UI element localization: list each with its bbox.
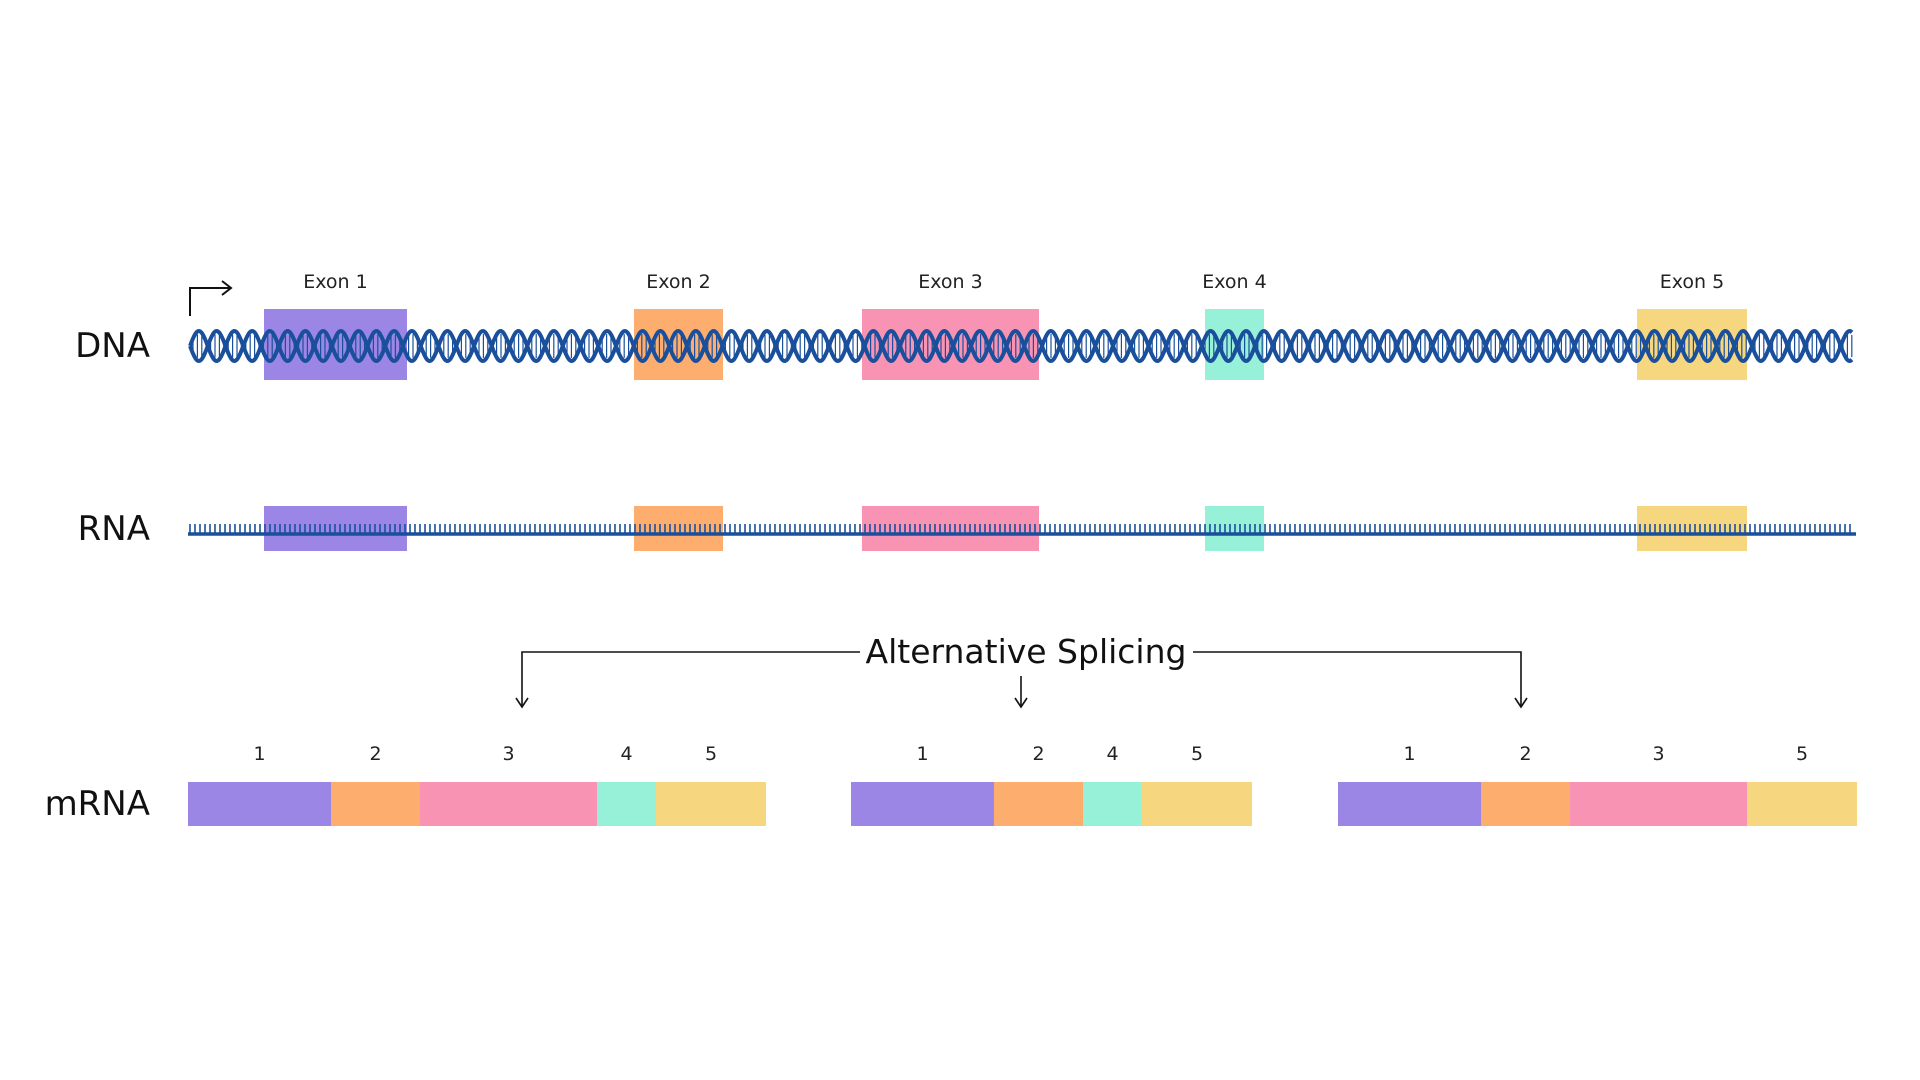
mrna-segment-exon2 — [1481, 782, 1570, 826]
mrna-segment-label: 1 — [253, 743, 265, 765]
exon4-label: Exon 4 — [1202, 271, 1266, 293]
exon2-label: Exon 2 — [646, 271, 710, 293]
mrna-segment-label: 3 — [502, 743, 514, 765]
mrna-segment-label: 4 — [620, 743, 632, 765]
mrna-segment-exon2 — [994, 782, 1083, 826]
splicing-arrows — [515, 651, 1528, 709]
rna-exon2-box — [634, 506, 723, 551]
mrna-segment-label: 1 — [916, 743, 928, 765]
dna-double-helix — [188, 328, 1854, 364]
mrna-segment-label: 5 — [705, 743, 717, 765]
splicing-bracket-left — [521, 651, 860, 706]
rna-bases — [189, 524, 1851, 533]
mrna-segment-label: 3 — [1652, 743, 1664, 765]
rna-exon-boxes — [264, 506, 1747, 551]
mrna-isoform-1: 1 2 3 4 5 — [188, 743, 766, 826]
mrna-segment-exon1 — [851, 782, 994, 826]
mrna-segment-label: 2 — [1519, 743, 1531, 765]
splicing-bracket-right — [1193, 651, 1522, 706]
exon-labels: Exon 1 Exon 2 Exon 3 Exon 4 Exon 5 — [303, 271, 1724, 293]
mrna-segment-exon3 — [1570, 782, 1747, 826]
transcription-start-arrow-icon — [189, 280, 233, 316]
splicing-arrowhead-right-icon — [1514, 697, 1528, 709]
dna-exon3-box — [862, 309, 1039, 380]
mrna-segment-exon4 — [1083, 782, 1142, 826]
mrna-isoforms: 1 2 3 4 5 1 2 4 5 1 2 3 5 — [188, 743, 1857, 826]
rna-strand — [188, 524, 1856, 536]
mrna-row-label: mRNA — [45, 784, 150, 824]
mrna-segment-exon5 — [1142, 782, 1252, 826]
splicing-arrowhead-left-icon — [515, 697, 529, 709]
exon1-label: Exon 1 — [303, 271, 367, 293]
mrna-segment-exon3 — [420, 782, 597, 826]
mrna-isoform-2: 1 2 4 5 — [851, 743, 1252, 826]
mrna-segment-label: 4 — [1106, 743, 1118, 765]
dna-strand-bottom — [188, 328, 1854, 364]
mrna-segment-exon2 — [331, 782, 420, 826]
mrna-segment-exon4 — [597, 782, 656, 826]
mrna-segment-exon1 — [188, 782, 331, 826]
exon3-label: Exon 3 — [918, 271, 982, 293]
mrna-segment-label: 2 — [369, 743, 381, 765]
dna-row-label: DNA — [75, 326, 150, 366]
mrna-segment-exon5 — [656, 782, 766, 826]
mrna-segment-label: 5 — [1191, 743, 1203, 765]
splicing-arrowhead-middle-icon — [1014, 697, 1028, 709]
dna-exon2-box — [634, 309, 723, 380]
rna-row-label: RNA — [78, 509, 150, 549]
mrna-segment-exon1 — [1338, 782, 1481, 826]
mrna-segment-label: 1 — [1403, 743, 1415, 765]
mrna-isoform-3: 1 2 3 5 — [1338, 743, 1857, 826]
mrna-segment-label: 5 — [1796, 743, 1808, 765]
mrna-segment-exon5 — [1747, 782, 1857, 826]
alternative-splicing-title: Alternative Splicing — [866, 632, 1187, 671]
mrna-segment-label: 2 — [1032, 743, 1044, 765]
exon5-label: Exon 5 — [1660, 271, 1724, 293]
